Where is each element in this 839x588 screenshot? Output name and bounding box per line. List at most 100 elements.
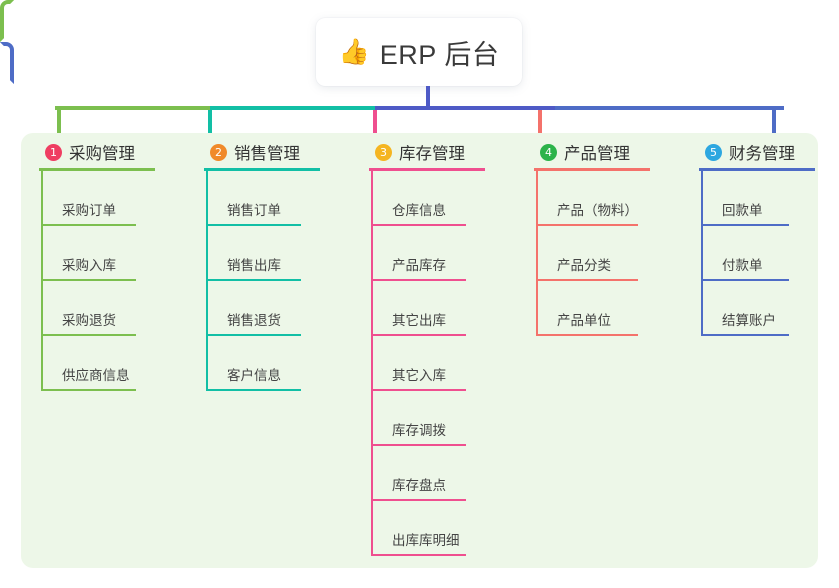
column-header-5[interactable]: 5 财务管理 (693, 133, 815, 171)
column-items-1: 采购订单采购入库采购退货供应商信息 (33, 171, 136, 391)
column-items-5: 回款单付款单结算账户 (693, 171, 795, 336)
leaf-node[interactable]: 产品（物料） (528, 171, 638, 226)
column-spine (41, 171, 43, 391)
leaf-node-label: 采购退货 (62, 313, 116, 328)
leaf-node[interactable]: 付款单 (693, 226, 795, 281)
leaf-node-label: 销售退货 (227, 313, 281, 328)
column-number-badge: 5 (705, 143, 722, 161)
bus-drop-2 (208, 110, 212, 148)
column-header-4[interactable]: 4 产品管理 (528, 133, 650, 171)
bus-drop-4 (538, 110, 542, 148)
leaf-node-underline (206, 334, 301, 336)
column-header-underline (39, 168, 155, 171)
column-header-1[interactable]: 1 采购管理 (33, 133, 155, 171)
leaf-node-label: 仓库信息 (392, 203, 446, 218)
column-header-underline (204, 168, 320, 171)
column-number-badge: 2 (210, 143, 227, 161)
leaf-node[interactable]: 供应商信息 (33, 336, 136, 391)
leaf-node-underline (371, 499, 466, 501)
leaf-node-underline (371, 279, 466, 281)
column-spine (371, 171, 373, 556)
leaf-node[interactable]: 产品分类 (528, 226, 638, 281)
leaf-node[interactable]: 采购入库 (33, 226, 136, 281)
column-header-underline (369, 168, 485, 171)
column-1: 1 采购管理采购订单采购入库采购退货供应商信息 (33, 133, 155, 391)
bus-segment-4 (555, 106, 784, 110)
leaf-node[interactable]: 销售出库 (198, 226, 301, 281)
leaf-node-underline (536, 224, 638, 226)
leaf-node-underline (371, 554, 466, 556)
leaf-node[interactable]: 结算账户 (693, 281, 795, 336)
column-spine (206, 171, 208, 391)
bus-segment-3 (375, 106, 555, 110)
bus-segment-2 (210, 106, 375, 110)
leaf-node-label: 结算账户 (722, 313, 776, 328)
leaf-node-underline (536, 279, 638, 281)
column-4: 4 产品管理产品（物料） 产品分类产品单位 (528, 133, 650, 336)
column-items-4: 产品（物料） 产品分类产品单位 (528, 171, 638, 336)
column-header-underline (699, 168, 815, 171)
leaf-node-underline (206, 224, 301, 226)
leaf-node-underline (41, 279, 136, 281)
column-5: 5 财务管理回款单付款单结算账户 (693, 133, 815, 336)
leaf-node[interactable]: 回款单 (693, 171, 795, 226)
column-header-underline (534, 168, 650, 171)
leaf-node[interactable]: 产品单位 (528, 281, 638, 336)
column-spine (536, 171, 538, 336)
leaf-node[interactable]: 采购退货 (33, 281, 136, 336)
leaf-node-underline (206, 279, 301, 281)
leaf-node[interactable]: 销售退货 (198, 281, 301, 336)
leaf-node[interactable]: 其它出库 (363, 281, 466, 336)
root-node-card[interactable]: 👍 ERP 后台 (316, 18, 522, 86)
leaf-node[interactable]: 库存盘点 (363, 446, 466, 501)
leaf-node-label: 销售出库 (227, 258, 281, 273)
leaf-node[interactable]: 出库库明细 (363, 501, 466, 556)
leaf-node-underline (41, 224, 136, 226)
leaf-node-underline (206, 389, 301, 391)
leaf-node-label: 产品（物料） (557, 203, 638, 218)
root-stem-connector (426, 86, 430, 108)
bus-drop-5 (772, 110, 776, 148)
leaf-node[interactable]: 产品库存 (363, 226, 466, 281)
leaf-node-underline (41, 389, 136, 391)
leaf-node-label: 产品分类 (557, 258, 611, 273)
bus-drop-1 (57, 110, 61, 148)
leaf-node[interactable]: 客户信息 (198, 336, 301, 391)
leaf-node-label: 销售订单 (227, 203, 281, 218)
leaf-node-underline (371, 389, 466, 391)
leaf-node[interactable]: 其它入库 (363, 336, 466, 391)
leaf-node[interactable]: 仓库信息 (363, 171, 466, 226)
column-title: 库存管理 (399, 145, 465, 163)
leaf-node-label: 其它出库 (392, 313, 446, 328)
column-title: 采购管理 (69, 145, 135, 163)
root-node-title: ERP 后台 (379, 39, 500, 70)
leaf-node-label: 产品库存 (392, 258, 446, 273)
leaf-node-underline (41, 334, 136, 336)
leaf-node-underline (701, 334, 789, 336)
bus-segment-1 (55, 106, 210, 110)
column-title: 产品管理 (564, 145, 630, 163)
leaf-node-underline (371, 444, 466, 446)
leaf-node[interactable]: 采购订单 (33, 171, 136, 226)
column-number-badge: 4 (540, 143, 557, 161)
leaf-node-label: 库存盘点 (392, 478, 446, 493)
bus-drop-3 (373, 110, 377, 148)
leaf-node-label: 产品单位 (557, 313, 611, 328)
column-number-badge: 1 (45, 143, 62, 161)
leaf-node-underline (701, 279, 789, 281)
leaf-node-label: 付款单 (722, 258, 763, 273)
column-spine (701, 171, 703, 336)
leaf-node-label: 采购订单 (62, 203, 116, 218)
leaf-node[interactable]: 库存调拨 (363, 391, 466, 446)
column-items-2: 销售订单销售出库销售退货客户信息 (198, 171, 301, 391)
column-items-3: 仓库信息产品库存其它出库其它入库库存调拨库存盘点出库库明细 (363, 171, 466, 556)
leaf-node[interactable]: 销售订单 (198, 171, 301, 226)
column-title: 财务管理 (729, 145, 795, 163)
leaf-node-label: 回款单 (722, 203, 763, 218)
leaf-node-label: 库存调拨 (392, 423, 446, 438)
